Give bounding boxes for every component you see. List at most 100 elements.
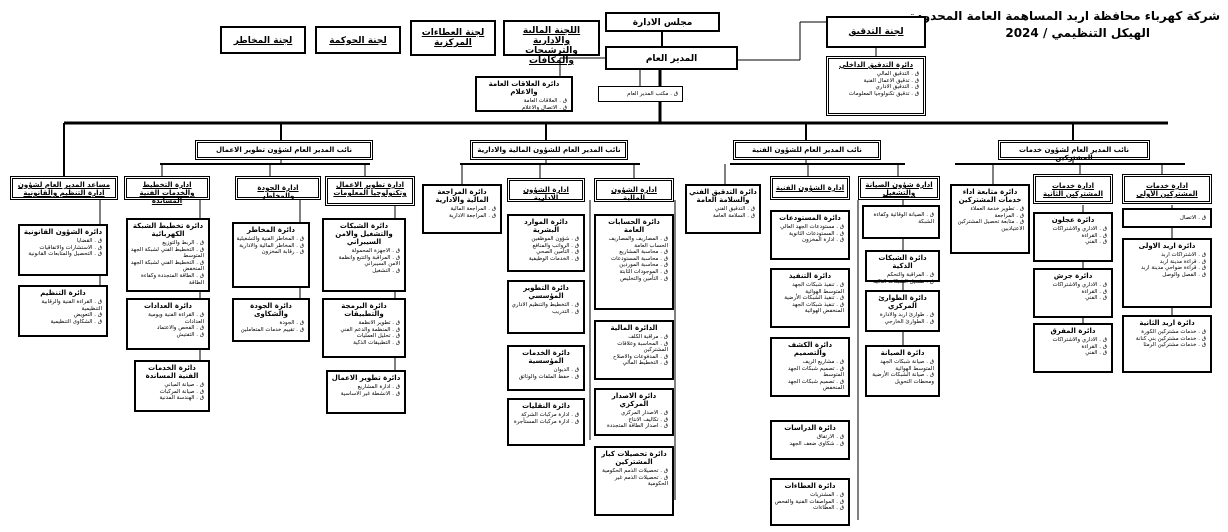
financial-title: الدائرة المالية xyxy=(610,324,658,332)
finance-affairs-admin: ادارة الشؤون المالية xyxy=(594,178,674,202)
networks-title: دائرة الشبكات الذكية xyxy=(878,254,927,270)
jerash-item: ق . القراءة xyxy=(1081,288,1107,295)
cyber-item: ق . المراقبة والتتبع وانظمة الامن السيبر… xyxy=(338,254,400,268)
acc-item: ق . الموجودات الثابتة xyxy=(619,268,668,275)
risk-committee-title: لجنة المخاطر xyxy=(233,36,293,46)
deputy-technical: نائب المدير العام للشؤون الفنية xyxy=(733,140,881,160)
billing-item: ق . الاصدار المركزي xyxy=(620,410,668,416)
general-manager: المدير العام xyxy=(605,46,738,70)
pr-item: ق . العلاقات العامة xyxy=(523,98,567,104)
cyber-item: ق . التشغيل xyxy=(372,267,400,274)
warehouses-dept: دائرة المستودعات ق . مستودعات الجهد العا… xyxy=(770,210,850,260)
legal-affairs-title: دائرة الشؤون القانونية xyxy=(23,228,103,236)
transport-item: ق . ادارة مركبات المستأجرة xyxy=(513,418,579,425)
legal-assistant-gm: مساعد المدير العام لشؤون ادارة التنظيم و… xyxy=(10,176,118,200)
acc-item: ق . التأمين والتخليص xyxy=(620,275,668,282)
plan-item: ق . التخطيط الفني لشبكة الجهد المتوسط xyxy=(130,246,204,260)
design-item: ق . مشاريع الريف xyxy=(802,359,844,365)
programming-dept: دائرة البرمجة والتطبيقات ق . تطوير الانظ… xyxy=(322,298,406,358)
subscriber-services-second: ادارة خدمات المشتركين الثانية xyxy=(1033,174,1113,204)
net-item: ق . المراقبة والتحكم xyxy=(886,272,934,278)
emergency-title: دائرة الطوارئ المركزي xyxy=(878,294,927,310)
ss-followup-item: ق . المراجعة xyxy=(994,212,1024,219)
hr-item: ق . الخدمات الوظيفية xyxy=(528,255,579,262)
tenders-item: ق . المواصفات الفنية والفحص xyxy=(774,498,844,505)
plan-item: ق . التخطيط الفني لشبكة الجهد المنخفض xyxy=(130,259,204,273)
irbid-first-dept: دائرة اربد الاولى ق . الاشتراكات اربد ق … xyxy=(1122,238,1212,308)
collections-title: دائرة تحصيلات كبار المشتركين xyxy=(601,450,667,466)
jerash-title: دائرة جرش xyxy=(1053,272,1093,280)
wh-item: ق . ادارة المخزون xyxy=(802,237,844,244)
irbid1-item: ق . الاشتراكات اربد xyxy=(1161,252,1206,258)
risk-item: ق . رقابة المخزون xyxy=(261,249,304,256)
review-item: ق . المراجعة المالية xyxy=(450,206,496,212)
ajloun-dept: دائرة عجلون ق . الاداري والاشتراكات ق . … xyxy=(1033,212,1113,262)
tenders-dept: دائرة العطاءات ق . المشتريات ق . المواصف… xyxy=(770,478,850,526)
mafraq-item: ق . الفني xyxy=(1085,350,1107,357)
ajloun-item: ق . القراءة xyxy=(1081,232,1107,239)
prog-item: ق . التطبيقات الذكية xyxy=(353,339,400,346)
emer-item: ق . طوارئ اربد والادارة xyxy=(879,312,934,318)
design-item: ق . تصميم شبكات الجهد المتوسط xyxy=(787,365,844,379)
wh-item: ق . مستودعات الجهد العالي xyxy=(780,224,844,230)
gm-office: ق . مكتب المدير العام xyxy=(598,86,683,102)
deputy-finance-title: نائب المدير العام للشؤون المالية والادار… xyxy=(477,146,621,154)
financial-review-dept: دائرة المراجعة المالية والادارية ق . الم… xyxy=(422,184,502,234)
audit-committee-title: لجنة التدقيق xyxy=(848,27,904,37)
hr-item: ق . الرواتب والمنافع xyxy=(532,242,579,249)
ss-followup-item: ق . متابعة تحصيل المشتركين الاعتياديين xyxy=(957,219,1024,232)
hr-item: ق . شؤون الموظفين xyxy=(531,236,579,242)
tenders-committee: لجنة العطاءات المركزية xyxy=(410,20,496,56)
hr-dept: دائرة الموارد البشرية ق . شؤون الموظفين … xyxy=(507,214,585,272)
tech-affairs-title: ادارة الشؤون الفنية xyxy=(775,184,845,192)
risk-item: ق . المخاطر الفنية والتشغيلية xyxy=(236,236,304,242)
ts-item: ق . الهندسة المدنية xyxy=(159,395,204,402)
ts-item: ق . صيانة المركبات xyxy=(159,388,204,395)
planning-support-admin: ادارة التخطيط والخدمات الفنية المساندة xyxy=(124,176,210,205)
admin-affairs-title: ادارة الشؤون الادارية xyxy=(523,186,569,202)
finance-affairs-title: ادارة الشؤون المالية xyxy=(611,186,657,202)
technical-affairs-admin: ادارة الشؤون الفنية xyxy=(770,176,850,200)
programming-title: دائرة البرمجة والتطبيقات xyxy=(341,302,387,318)
deputy-subscriber-title: نائب المدير العام لشؤون خدمات المشتركين xyxy=(1018,146,1130,162)
mafraq-title: دائرة المفرق xyxy=(1050,327,1096,335)
warehouses-title: دائرة المستودعات xyxy=(779,214,841,222)
instserv-item: ق . حفظ الملفات والوثائق xyxy=(518,373,579,380)
studies-item: ق . الارتفاق xyxy=(816,434,844,440)
studies-title: دائرة الدراسات xyxy=(784,424,836,432)
fin-item: ق . التخطيط المالي xyxy=(622,360,668,367)
audit-committee: لجنة التدقيق xyxy=(826,16,926,48)
coll-item: ق . تحصيلات الذمم غير الحكومية xyxy=(614,474,668,488)
internal-audit-dept: دائرة التدقيق الداخلي ق . التدقيق المالي… xyxy=(826,56,926,116)
emer-item: ق . الطوارئ الخارجي xyxy=(884,318,934,325)
hr-item: ق . التأمين الصحي xyxy=(536,249,579,256)
tenders-dept-title: دائرة العطاءات xyxy=(784,482,836,490)
acc-item: ق . محاسبة المستودعات xyxy=(610,255,668,262)
fin-item: ق . المحاسبة وعلاقات المشتركين xyxy=(617,340,668,354)
gm-office-label: ق . مكتب المدير العام xyxy=(627,91,678,97)
ss-first-contact: ق . الاتصال xyxy=(1122,208,1212,228)
governance-committee-title: لجنة الحوكمة xyxy=(329,36,387,46)
maint-dept-title: دائرة الصيانة xyxy=(880,349,925,357)
finance-admin-committee-title: اللجنة المالية والادارية والترشيحات والم… xyxy=(522,26,581,66)
maint-item: ق . صيانة شبكات الجهد المتوسط الهوائية xyxy=(880,359,934,372)
hr-title: دائرة الموارد البشرية xyxy=(524,218,568,234)
irbid1-item: ق . الفصل والوصل xyxy=(1162,271,1206,278)
acc-item: ق . محاسبة المشاريع xyxy=(619,249,668,256)
quality-admin-title: ادارة الجودة والمخاطر xyxy=(257,184,299,200)
cyber-networks-dept: دائرة الشبكات والتشغيل والامن السيبراني … xyxy=(322,218,406,292)
reg-item: ق . القراءة الفنية والرقابية التنظيمية xyxy=(41,299,102,312)
execution-title: دائرة التنفيذ xyxy=(788,272,832,280)
studies-item: ق . شكاوى ضعف الجهد xyxy=(789,440,844,447)
exec-item: ق . تنفيذ شبكات الجهد المتوسط الهوائية xyxy=(792,282,844,295)
maintenance-admin-title: ادارة شؤون الصيانة والتشغيل xyxy=(865,181,933,197)
mafraq-item: ق . القراءة xyxy=(1081,343,1107,350)
fin-item: ق . المدفوعات والاصلاح xyxy=(613,353,668,360)
meters-dept: دائرة العدادات ق . القراءة الفنية ويومية… xyxy=(126,298,210,350)
risk-dept-title: دائرة المخاطر xyxy=(247,226,295,234)
irbid1-item: ق . قراءة مدينة اربد xyxy=(1159,258,1206,265)
legal-item: ق . القضايا xyxy=(76,238,102,244)
bizdev-title: دائرة تطوير الاعمال xyxy=(331,374,401,382)
billing-item: ق . اصدار الطاقة المتجددة xyxy=(606,423,668,430)
